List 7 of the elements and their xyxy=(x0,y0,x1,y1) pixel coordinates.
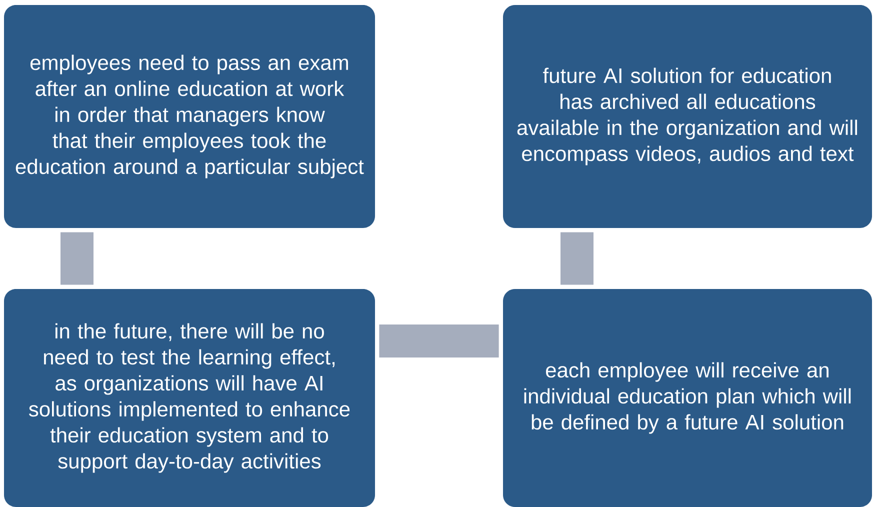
text-box: employees need to pass an exam after an online education at work in order that managers know that their employees took the education around a particular subject xyxy=(4,5,375,228)
text-box: each employee will receive an individual education plan which will be defined by a future AI solution xyxy=(503,289,872,507)
text-box: future AI solution for education has archived all educations available in the organization and will encompass videos, audios and text xyxy=(503,5,872,228)
text-box: in the future, there will be no need to test the learning effect, as organizations will have AI solutions implemented to enhance their education system and to support day-to-day activities xyxy=(4,289,375,507)
connector-bar xyxy=(60,232,94,285)
connector-bar xyxy=(379,324,499,358)
connector-bar xyxy=(560,232,594,285)
